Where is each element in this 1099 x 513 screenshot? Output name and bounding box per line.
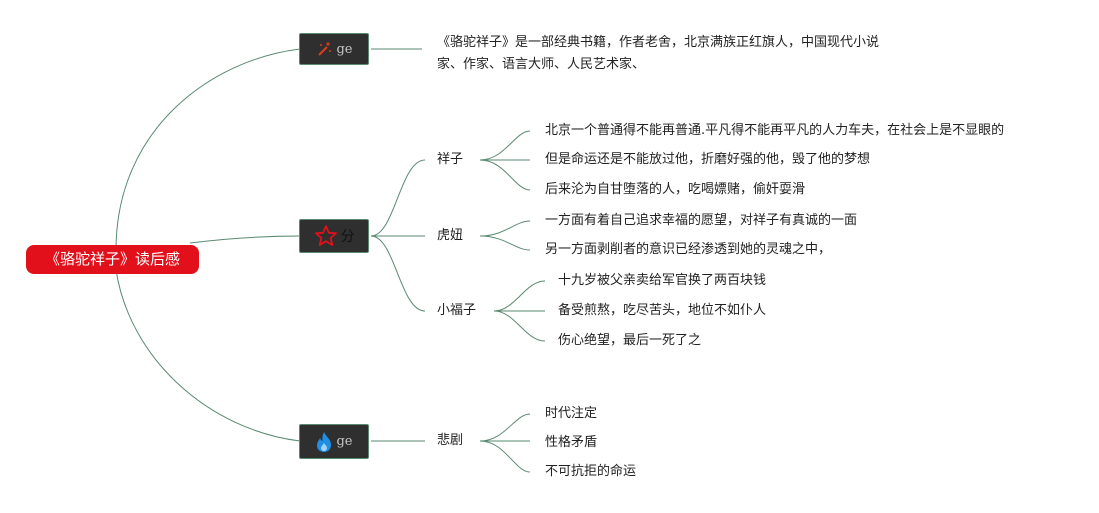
note-item[interactable]: 但是命运还是不能放过他，折磨好强的他，毁了他的梦想 bbox=[545, 152, 871, 167]
character-xiaofuzi[interactable]: 小福子 bbox=[437, 303, 477, 318]
note-item[interactable]: 北京一个普通得不能再普通.平凡得不能再平凡的人力车夫，在社会上是不显眼的 bbox=[545, 123, 1005, 138]
flame-icon bbox=[315, 431, 333, 453]
character-huniu[interactable]: 虎妞 bbox=[437, 228, 464, 243]
note-item[interactable]: 时代注定 bbox=[545, 406, 598, 421]
star-outline-icon bbox=[314, 224, 338, 248]
note-item[interactable]: 后来沦为自甘堕落的人，吃喝嫖赌，偷奸耍滑 bbox=[545, 182, 806, 197]
connector-root-hub3 bbox=[115, 269, 301, 442]
intro-line: 《骆驼祥子》是一部经典书籍，作者老舍，北京满族正红旗人，中国现代小说 bbox=[437, 35, 880, 50]
note-item[interactable]: 一方面有着自己追求幸福的愿望，对祥子有真诚的一面 bbox=[545, 213, 858, 228]
hub-characters-label: 分 bbox=[340, 229, 355, 245]
hub-tragedy-label: ge bbox=[336, 434, 353, 449]
note-item[interactable]: 伤心绝望，最后一死了之 bbox=[558, 333, 702, 348]
root-topic[interactable]: 《骆驼祥子》读后感 bbox=[26, 245, 199, 274]
character-xiangzi[interactable]: 祥子 bbox=[437, 152, 464, 167]
note-item[interactable]: 不可抗拒的命运 bbox=[545, 464, 637, 479]
intro-line: 家、作家、语言大师、人民艺术家、 bbox=[437, 57, 646, 72]
note-item[interactable]: 十九岁被父亲卖给军官换了两百块钱 bbox=[558, 273, 767, 288]
note-item[interactable]: 另一方面剥削者的意识已经渗透到她的灵魂之中， bbox=[545, 242, 832, 257]
sparkle-wand-icon bbox=[315, 40, 333, 58]
connector-root-hub1 bbox=[115, 48, 301, 251]
note-item[interactable]: 备受煎熬，吃尽苦头，地位不如仆人 bbox=[558, 303, 767, 318]
hub-tragedy[interactable]: ge bbox=[299, 424, 369, 459]
intro-text[interactable]: 《骆驼祥子》是一部经典书籍，作者老舍，北京满族正红旗人，中国现代小说 家、作家、… bbox=[437, 32, 879, 76]
hub-intro[interactable]: ge bbox=[299, 33, 369, 65]
note-item[interactable]: 性格矛盾 bbox=[545, 435, 598, 450]
connector-hub2-xiaofuzi bbox=[370, 235, 426, 312]
hub-intro-label: ge bbox=[336, 41, 353, 57]
hub-characters[interactable]: 分 bbox=[299, 219, 369, 253]
tragedy-topic[interactable]: 悲剧 bbox=[437, 433, 464, 448]
connector-root-hub2 bbox=[189, 235, 301, 244]
connector-hub2-xiangzi bbox=[370, 159, 426, 237]
